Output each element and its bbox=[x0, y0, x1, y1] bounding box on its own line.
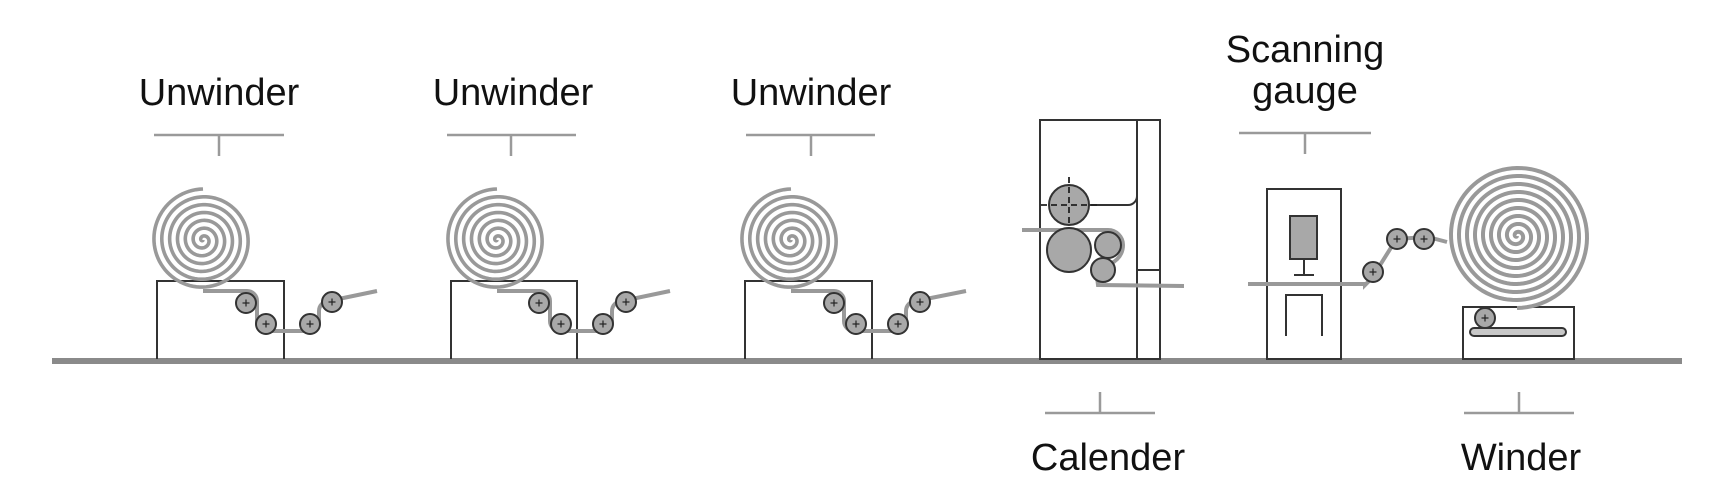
calender-rolls bbox=[1041, 177, 1122, 283]
unwinder-1: Unwinder bbox=[139, 72, 378, 359]
winder-material-roll bbox=[1448, 165, 1590, 310]
unwinder-3-film bbox=[791, 289, 967, 333]
unwinder-2: Unwinder bbox=[433, 72, 671, 359]
calender-housing bbox=[1039, 119, 1161, 360]
scanning-gauge-frame bbox=[1266, 188, 1342, 360]
winder: Winder bbox=[1448, 165, 1590, 479]
unwinder-1-film bbox=[203, 289, 378, 333]
unwinder-3-label: Unwinder bbox=[731, 72, 892, 114]
scanning-gauge-label-line2: gauge bbox=[1252, 70, 1358, 112]
winder-label: Winder bbox=[1461, 437, 1582, 479]
scanning-gauge-leader bbox=[1239, 131, 1371, 154]
scanning-gauge-sensor-head bbox=[1289, 215, 1318, 260]
roll-spiral bbox=[446, 187, 544, 289]
winder-leader bbox=[1464, 392, 1574, 415]
winder-base-rail bbox=[1469, 327, 1567, 337]
unwinder-1-guide-rollers bbox=[235, 291, 343, 335]
scanning-gauge-label-line1: Scanning bbox=[1226, 29, 1384, 71]
scanning-gauge: Scanning gauge bbox=[1226, 29, 1384, 360]
unwinder-1-label: Unwinder bbox=[139, 72, 300, 114]
transfer-rollers bbox=[1362, 228, 1435, 283]
unwinder-2-film bbox=[497, 289, 671, 333]
roll-spiral bbox=[1448, 165, 1590, 310]
unwinder-3-guide-rollers bbox=[823, 291, 931, 335]
unwinder-3-frame bbox=[744, 280, 873, 359]
calender: Calender bbox=[1022, 119, 1186, 479]
calender-label: Calender bbox=[1031, 437, 1186, 479]
calender-nip-roll bbox=[1094, 231, 1122, 259]
scanning-gauge-sensor-stem bbox=[1294, 259, 1314, 276]
winder-frame bbox=[1462, 306, 1575, 360]
unwinder-1-frame bbox=[156, 280, 285, 359]
calender-main-roll bbox=[1046, 227, 1092, 273]
unwinder-2-material-roll bbox=[446, 187, 544, 289]
unwinder-2-guide-rollers bbox=[528, 291, 637, 335]
roll-spiral bbox=[152, 187, 250, 289]
unwinder-3: Unwinder bbox=[731, 72, 967, 359]
unwinder-2-frame bbox=[450, 280, 578, 359]
calender-leader bbox=[1045, 392, 1155, 415]
calender-lower-roll bbox=[1090, 257, 1116, 283]
unwinder-2-leader bbox=[447, 133, 576, 156]
unwinder-2-label: Unwinder bbox=[433, 72, 594, 114]
unwinder-1-leader bbox=[154, 133, 284, 156]
unwinder-3-material-roll bbox=[740, 187, 838, 289]
unwinder-3-leader bbox=[746, 133, 875, 156]
unwinder-1-material-roll bbox=[152, 187, 250, 289]
calender-top-roll bbox=[1048, 184, 1090, 226]
roll-spiral bbox=[740, 187, 838, 289]
